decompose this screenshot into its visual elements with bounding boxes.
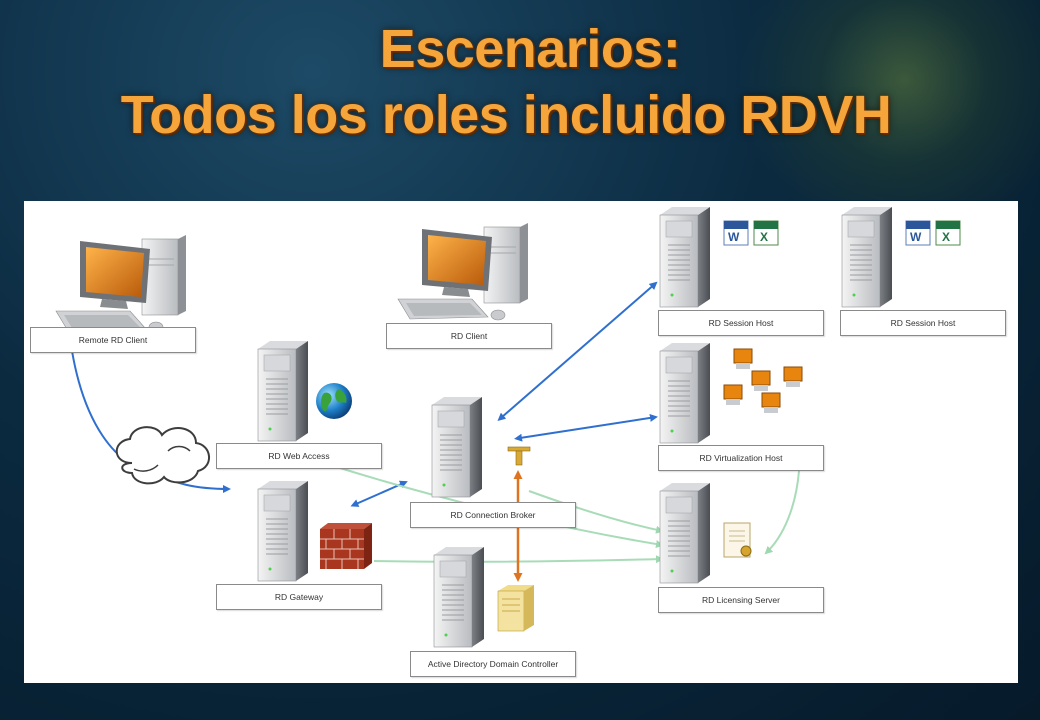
arrow-broker-virtualization-host: [514, 413, 658, 442]
slide-title: Escenarios:: [379, 19, 681, 79]
background-glow: [700, 0, 1040, 200]
diagram-svg: W X W X: [55, 206, 961, 648]
rd-session-host-2-label: RD Session Host: [840, 310, 1006, 336]
excel-document-icon: X: [935, 220, 961, 246]
rd-web-access-label: RD Web Access: [216, 443, 382, 469]
svg-text:X: X: [942, 230, 950, 244]
svg-text:X: X: [760, 230, 768, 244]
word-document-icon: W: [723, 220, 749, 246]
directory-folder-icon: [497, 585, 534, 632]
arrow-broker-session-host: [497, 281, 658, 421]
rd-session-host-1-server-icon: [659, 206, 711, 308]
remote-rd-client-label: Remote RD Client: [30, 327, 196, 353]
rd-client-label: RD Client: [386, 323, 552, 349]
license-certificate-icon: [723, 522, 752, 558]
cloud-icon: [115, 426, 210, 485]
diagram-canvas: W X W X: [24, 201, 1018, 683]
svg-text:W: W: [728, 230, 740, 244]
rd-virtualization-host-label: RD Virtualization Host: [658, 445, 824, 471]
rd-web-access-server-icon: [257, 340, 309, 442]
rd-client-computer-icon: [397, 222, 529, 321]
rd-session-host-2-server-icon: [841, 206, 893, 308]
svg-text:W: W: [910, 230, 922, 244]
rd-licensing-server-label: RD Licensing Server: [658, 587, 824, 613]
rd-connection-broker-server-icon: [431, 396, 483, 498]
active-directory-server-icon: [433, 546, 485, 648]
slide-subtitle: Todos los roles incluido RDVH: [120, 85, 892, 145]
remote-rd-client-computer-icon: [55, 234, 187, 333]
globe-icon: [316, 383, 352, 419]
rd-session-host-1-label: RD Session Host: [658, 310, 824, 336]
arrow-virtualization-licensing: [764, 470, 800, 555]
arrow-broker-licensing: [528, 490, 664, 534]
rd-connection-broker-label: RD Connection Broker: [410, 502, 576, 528]
key-connector-icon: [507, 446, 531, 466]
rd-gateway-server-icon: [257, 480, 309, 582]
rd-gateway-label: RD Gateway: [216, 584, 382, 610]
brick-firewall-icon: [320, 523, 372, 569]
virtual-desktops-icon: [723, 348, 803, 413]
active-directory-label: Active Directory Domain Controller: [410, 651, 576, 677]
rd-licensing-server-icon: [659, 482, 711, 584]
excel-document-icon: X: [753, 220, 779, 246]
arrow-gateway-licensing: [373, 555, 664, 564]
rd-virtualization-host-server-icon: [659, 342, 711, 444]
word-document-icon: W: [905, 220, 931, 246]
